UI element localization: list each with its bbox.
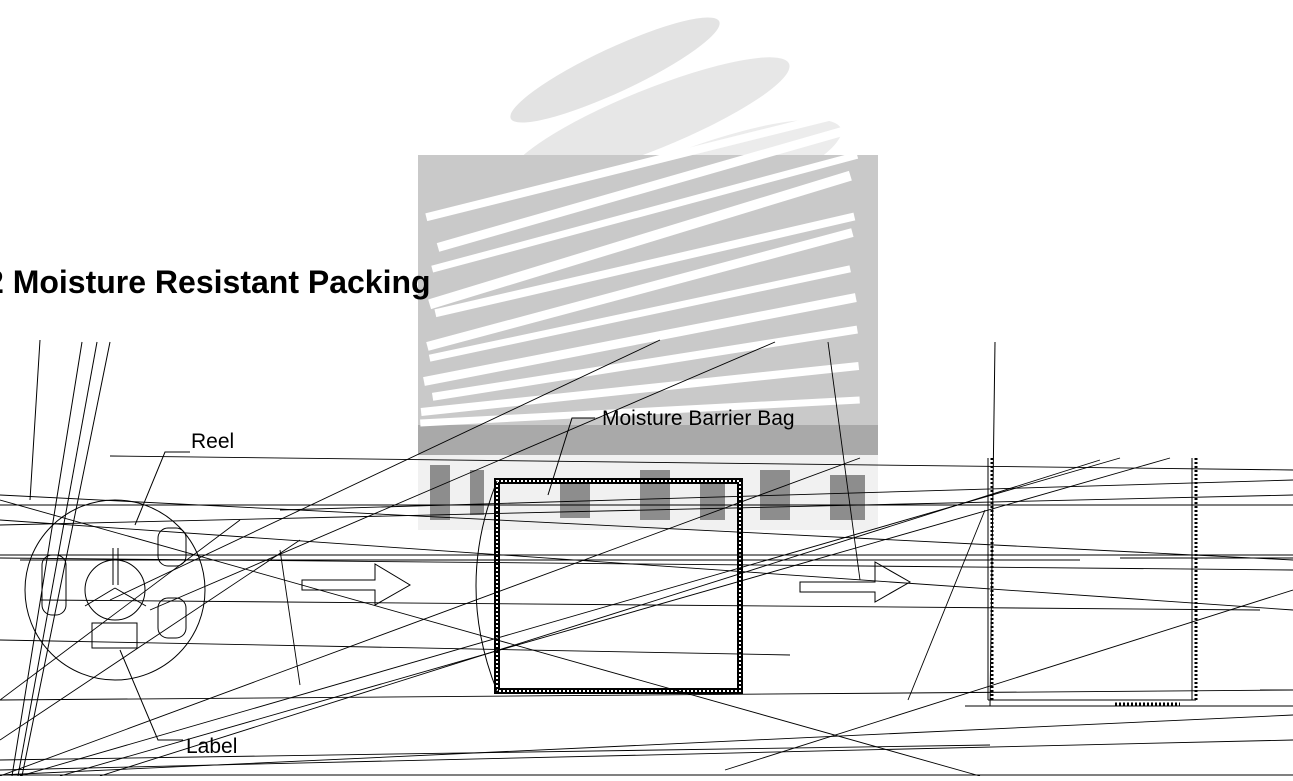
logo-streaks xyxy=(420,106,860,427)
reel-callout: Reel xyxy=(191,430,235,453)
bag-callout: Moisture Barrier Bag xyxy=(602,407,795,430)
construction-lines xyxy=(0,339,1293,777)
arrow-2-icon xyxy=(799,561,912,603)
moisture-barrier-bag-icon xyxy=(475,478,743,694)
arrow-1-icon xyxy=(301,563,411,606)
section-heading: 2 Moisture Resistant Packing xyxy=(0,264,431,300)
leader-lines xyxy=(119,417,595,741)
reel-icon xyxy=(24,499,206,681)
process-arrows xyxy=(301,561,912,606)
reel-label-tag xyxy=(91,622,138,649)
label-callout: Label xyxy=(186,735,238,758)
logo-graphic xyxy=(418,17,878,530)
box-icon xyxy=(965,458,1293,707)
